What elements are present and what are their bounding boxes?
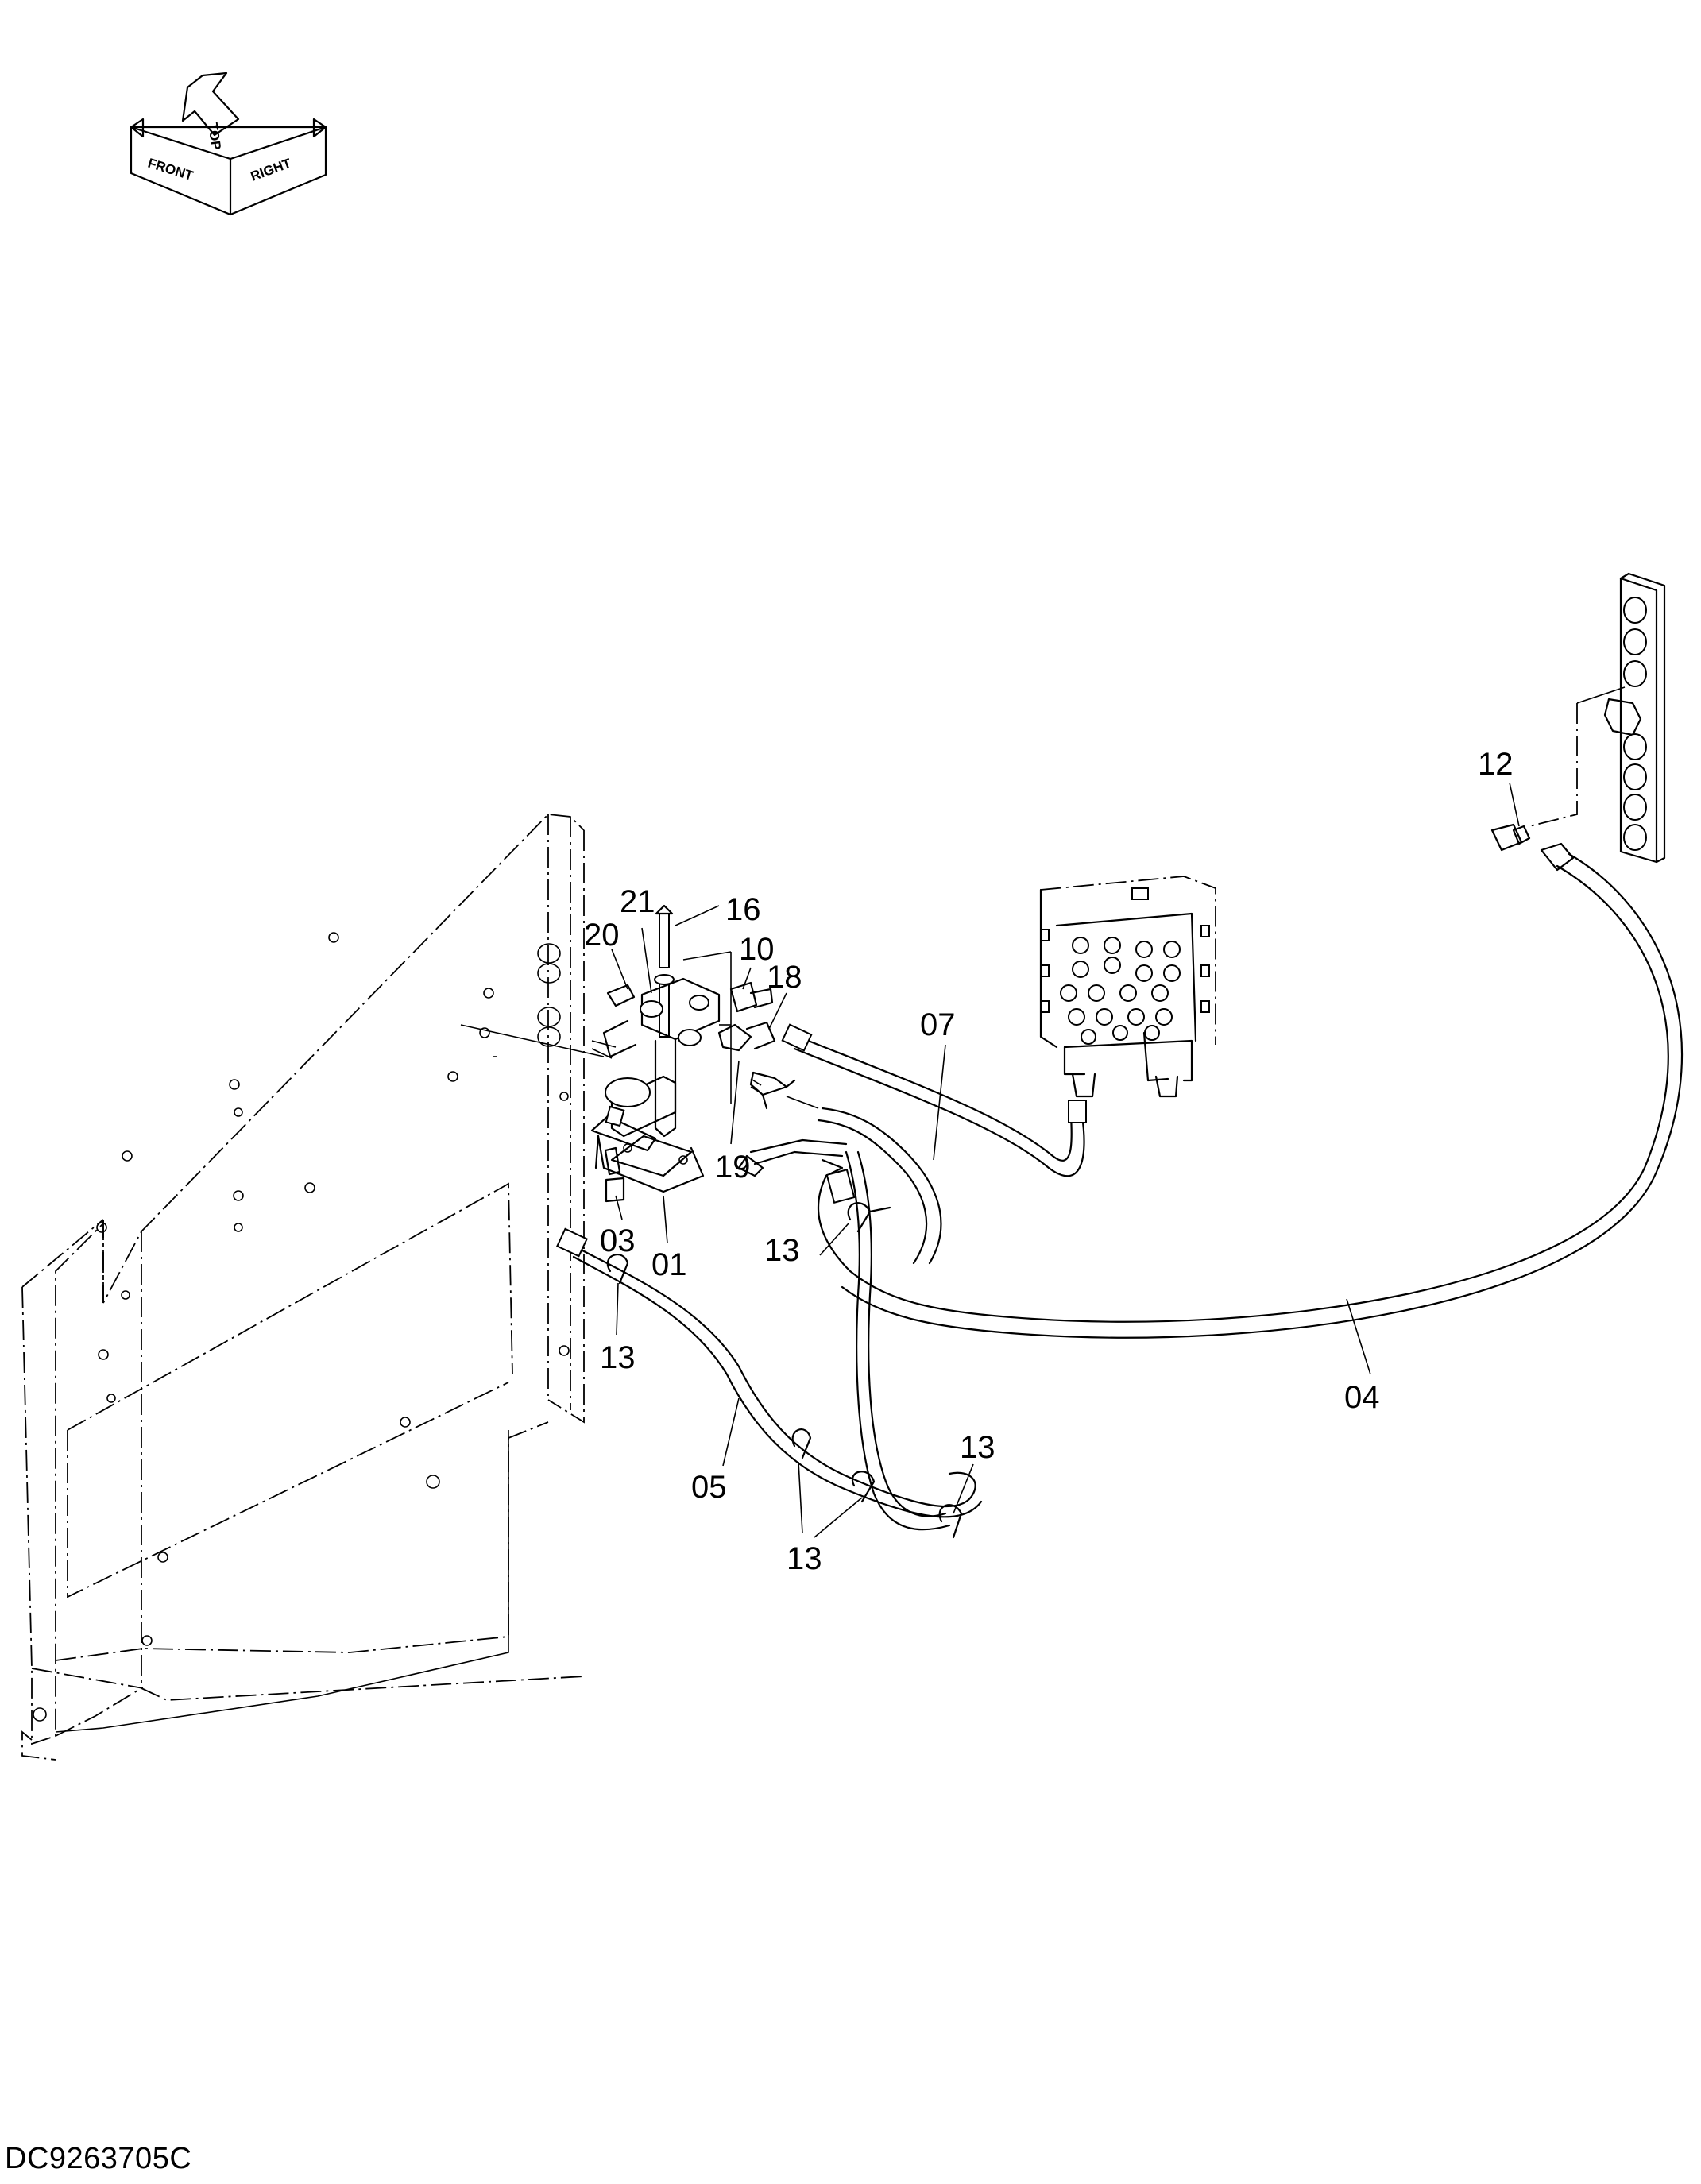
hose-04 <box>817 852 1684 1339</box>
callout-21: 21 <box>620 884 655 919</box>
leader-lines <box>611 782 1520 1538</box>
orientation-symbol: FRONT RIGHT TOP <box>130 72 327 216</box>
drawing-code: DC9263705C <box>5 2142 192 2175</box>
callout-05: 05 <box>691 1470 727 1505</box>
callout-12: 12 <box>1478 747 1514 782</box>
callout-13-right: 13 <box>960 1430 995 1465</box>
callout-16: 16 <box>725 892 761 927</box>
front-label: FRONT <box>146 156 195 184</box>
callout-10: 10 <box>739 932 775 967</box>
callouts: 21 16 20 10 18 19 07 12 03 01 13 13 13 1… <box>584 747 1514 1576</box>
callout-04: 04 <box>1344 1380 1380 1415</box>
clamps-13 <box>606 1202 963 1539</box>
callout-13-left: 13 <box>600 1340 636 1375</box>
callout-13-upper: 13 <box>764 1233 800 1268</box>
callout-03: 03 <box>600 1223 636 1258</box>
callout-13-lower: 13 <box>787 1541 822 1576</box>
control-valve-block <box>1039 876 1216 1098</box>
solenoid-valve-assembly <box>460 904 819 1203</box>
side-panel <box>21 814 585 1761</box>
top-label: TOP <box>205 122 224 151</box>
harness-05 <box>556 1138 983 1531</box>
right-manifold <box>1529 572 1666 864</box>
valve-ports <box>1040 925 1210 1045</box>
right-label: RIGHT <box>249 156 294 184</box>
callout-20: 20 <box>584 918 620 953</box>
callout-07: 07 <box>920 1007 956 1042</box>
callout-18: 18 <box>767 960 802 995</box>
callout-01: 01 <box>651 1247 687 1282</box>
hose-07 <box>781 1023 1087 1177</box>
callout-19: 19 <box>715 1150 751 1185</box>
elbow-fitting-12 <box>1490 823 1575 872</box>
